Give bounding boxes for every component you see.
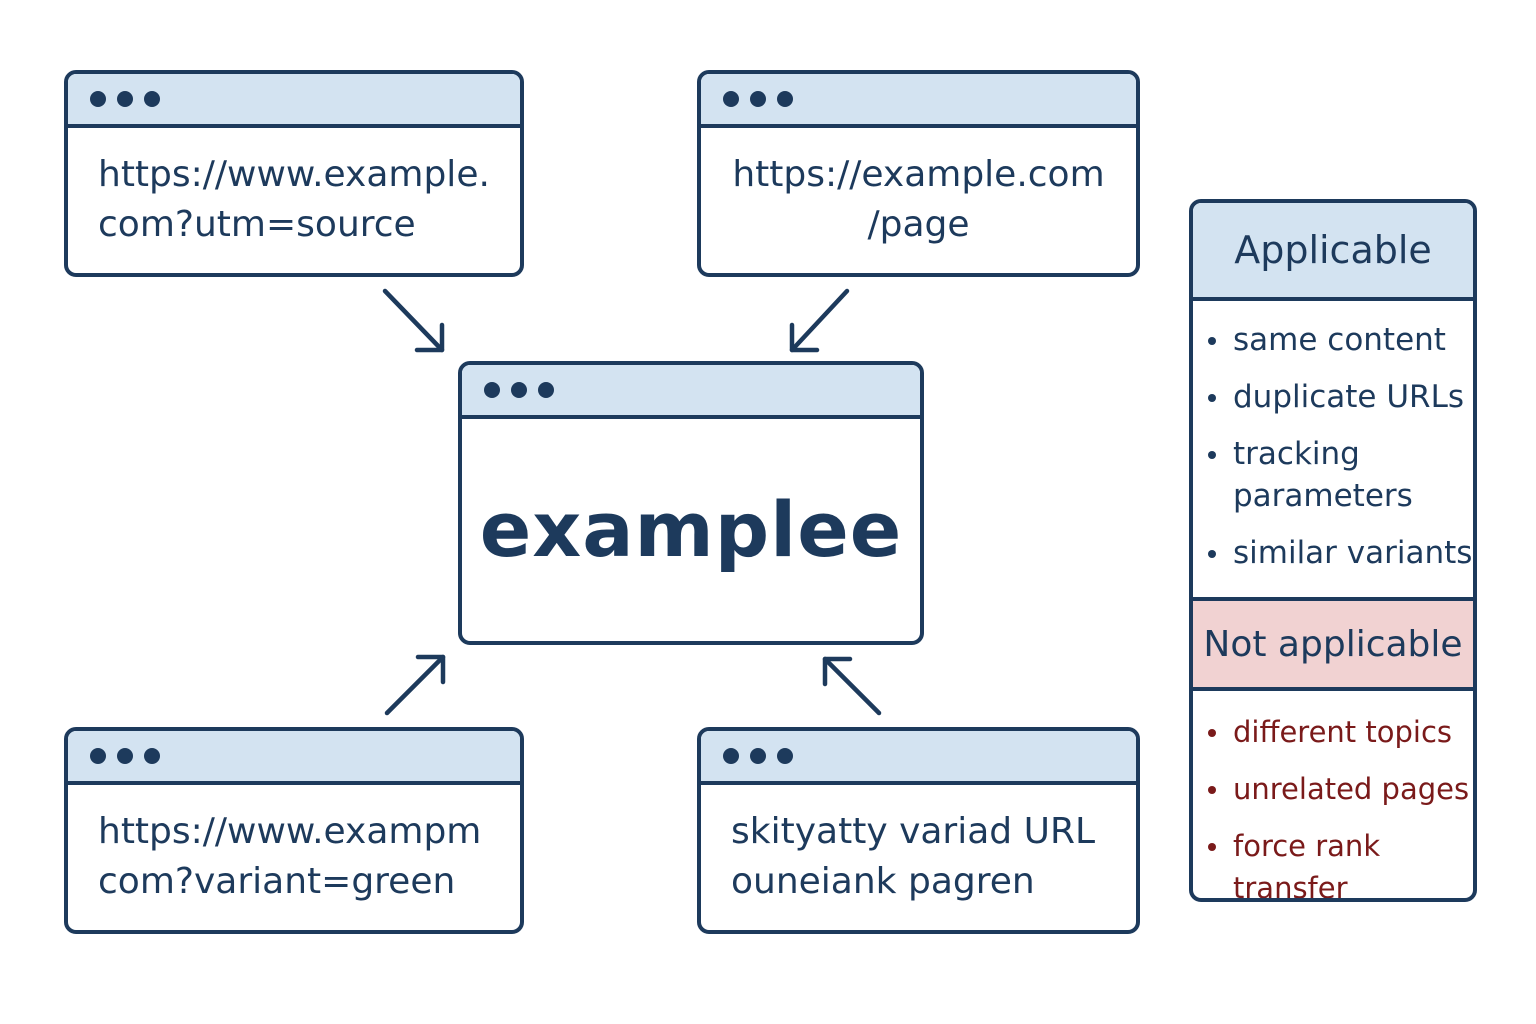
list-item: similar variants xyxy=(1193,532,1473,574)
window-url-text: https://www.example. com?utm=source xyxy=(68,128,520,250)
list-item: different topics xyxy=(1193,711,1473,753)
not-applicable-heading: Not applicable xyxy=(1193,597,1473,691)
canonical-label: examplee xyxy=(462,419,920,641)
window-title-bar xyxy=(701,74,1136,128)
arrow-bottom-left-icon xyxy=(384,654,446,716)
window-title-bar xyxy=(462,365,920,419)
arrow-bottom-right-icon xyxy=(822,656,882,716)
url-line-1: https://www.example. xyxy=(98,154,490,195)
browser-window-canonical: examplee xyxy=(458,361,924,645)
window-dot-icon xyxy=(777,748,793,764)
window-title-bar xyxy=(68,74,520,128)
url-line-2: /page xyxy=(867,204,970,245)
arrow-top-left-icon xyxy=(382,288,445,353)
browser-window-bottom-right: skityatty variad URL ouneiank pagren xyxy=(697,727,1140,934)
window-dot-icon xyxy=(750,91,766,107)
list-item: tracking parameters xyxy=(1193,433,1473,517)
list-item: force rank transfer xyxy=(1193,825,1473,898)
url-line-2: com?variant=green xyxy=(98,861,456,902)
window-dot-icon xyxy=(750,748,766,764)
not-applicable-list: different topics unrelated pages force r… xyxy=(1193,691,1473,898)
canonical-label-text: examplee xyxy=(479,485,903,574)
window-dot-icon xyxy=(511,382,527,398)
applicability-panel: Applicable same content duplicate URLs t… xyxy=(1189,199,1477,902)
url-line-1: skityatty variad URL xyxy=(731,811,1096,852)
list-item: unrelated pages xyxy=(1193,768,1473,810)
applicable-list: same content duplicate URLs tracking par… xyxy=(1193,301,1473,597)
url-line-1: https://www.exampm xyxy=(98,811,482,852)
window-url-text: https://www.exampm com?variant=green xyxy=(68,785,520,907)
window-dot-icon xyxy=(723,91,739,107)
window-dot-icon xyxy=(723,748,739,764)
window-dot-icon xyxy=(484,382,500,398)
window-dot-icon xyxy=(117,748,133,764)
arrow-top-right-icon xyxy=(789,288,850,353)
browser-window-top-right: https://example.com /page xyxy=(697,70,1140,277)
window-dot-icon xyxy=(777,91,793,107)
window-dot-icon xyxy=(538,382,554,398)
browser-window-top-left: https://www.example. com?utm=source xyxy=(64,70,524,277)
window-dot-icon xyxy=(90,748,106,764)
url-line-1: https://example.com xyxy=(732,154,1105,195)
applicable-heading-text: Applicable xyxy=(1234,228,1432,272)
window-dot-icon xyxy=(90,91,106,107)
url-line-2: ouneiank pagren xyxy=(731,861,1035,902)
window-dot-icon xyxy=(144,748,160,764)
list-item: same content xyxy=(1193,319,1473,361)
url-line-2: com?utm=source xyxy=(98,204,416,245)
window-url-text: skityatty variad URL ouneiank pagren xyxy=(701,785,1136,907)
window-dot-icon xyxy=(144,91,160,107)
window-title-bar xyxy=(701,731,1136,785)
window-url-text: https://example.com /page xyxy=(701,128,1136,250)
applicable-heading: Applicable xyxy=(1193,203,1473,301)
window-dot-icon xyxy=(117,91,133,107)
not-applicable-heading-text: Not applicable xyxy=(1203,623,1463,665)
list-item: duplicate URLs xyxy=(1193,376,1473,418)
window-title-bar xyxy=(68,731,520,785)
browser-window-bottom-left: https://www.exampm com?variant=green xyxy=(64,727,524,934)
